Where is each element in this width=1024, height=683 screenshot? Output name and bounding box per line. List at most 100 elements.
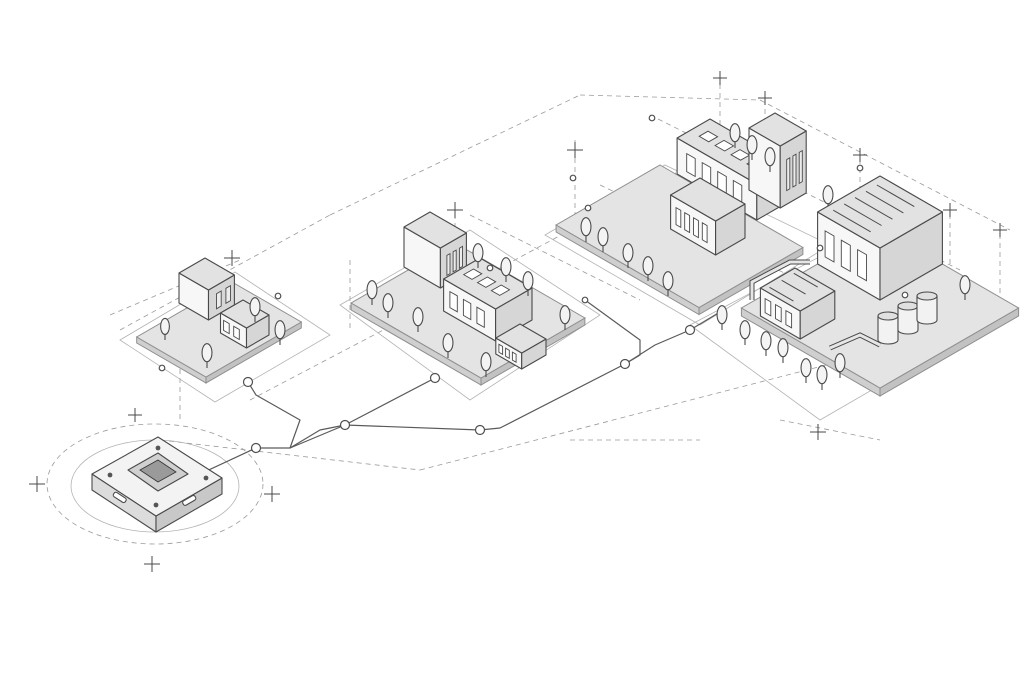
crosshair-mark [224,250,240,266]
crosshair-mark [128,408,142,422]
tree-icon [729,123,741,148]
tree-icon [739,320,751,345]
network-link [624,329,691,365]
plate-campus-site-top [555,164,804,309]
campus-building-low-window [701,222,708,244]
storage-tank-icon [897,301,919,335]
registration-marks [29,71,1007,572]
network-link [584,299,641,365]
crosshair-mark [264,486,280,502]
network-node [648,114,656,122]
crosshair-mark [713,71,727,85]
medium-site [366,211,571,377]
crosshair-mark [29,476,45,492]
tree-icon [716,305,728,330]
tree-icon [559,305,571,330]
medium-building-b-window [476,306,485,329]
tree-icon [764,147,776,172]
crosshair-mark [567,142,583,158]
network-node [816,244,824,252]
campus-building-long-skylight [698,130,719,143]
medium-building-c [495,323,547,370]
medium-building-a-side-window [458,245,463,270]
factory-main-hall [817,175,943,301]
factory-main-hall-window [824,230,835,263]
tree-icon [472,243,484,268]
tree-icon [249,297,261,322]
small-building-a [178,257,235,321]
campus-building-low-window [675,206,682,229]
medium-building-c-window [505,347,510,360]
medium-building-b-window [462,298,472,321]
campus-tower-roof [748,112,807,147]
plate-campus-site [555,164,804,316]
network-link [247,381,301,449]
network-node [158,364,166,372]
network-node [584,204,592,212]
tree-icon [522,271,534,296]
medium-building-b-window [449,290,458,313]
factory-annex-window [764,297,772,317]
crosshair-mark [810,424,826,440]
factory-main-hall-window [840,239,851,273]
tree-icon [442,333,454,358]
crosshair-mark [993,223,1007,237]
network-node [901,291,909,299]
network-node [569,174,577,182]
network-node [619,358,631,370]
network-node [474,424,486,436]
site-plates [135,164,1020,397]
medium-building-c-window [498,343,504,356]
tree-icon [816,365,828,390]
tree-icon [622,243,634,268]
factory-main-hall-window [857,248,867,282]
tree-icon [777,338,789,363]
tree-icon [274,320,286,345]
factory-annex-window [785,309,793,329]
campus-building-long-skylight [730,149,751,161]
tree-icon [580,217,592,242]
storage-tank-icon [877,311,899,345]
tree-icon [412,307,424,332]
guide-line [779,419,881,441]
network-node [339,419,351,431]
small-building-b-window [223,319,230,335]
factory-site [716,175,971,390]
tree-icon [480,352,492,377]
factory-annex [759,267,836,340]
crosshair-mark [447,202,463,218]
factory-main-hall-roof-ridge [854,197,893,220]
guide-line [759,99,1011,231]
medium-building-b [443,257,533,342]
campus-building-low-roof [670,177,746,222]
campus-building-long-skylight [714,139,735,152]
factory-annex-window [775,303,782,323]
device-range-ring [46,423,264,545]
tree-icon [500,257,512,282]
campus-tower [748,112,807,209]
campus-site [580,112,856,296]
medium-building-c-roof [495,323,547,354]
tree-icon [642,256,654,281]
tree-icon [366,280,378,305]
campus-building-low-window [693,217,699,239]
small-building-a-side-window [216,290,222,310]
campus-tower-side-window [798,149,803,185]
campus-tower-side-window [792,153,797,188]
guide-line [579,94,761,101]
factory-main-hall-roof-ridge [832,209,871,233]
network-node [486,264,494,272]
guide-line [159,439,421,471]
crosshair-mark [853,148,867,162]
factory-main-hall-roof-ridge [876,184,915,208]
campus-tower-side-window [786,157,791,192]
medium-building-b-skylight [462,268,483,280]
edge-chip-device-icon [91,436,223,533]
campus-building-low [670,177,746,256]
tree-icon [160,317,170,340]
small-building-b [219,299,270,349]
site-objects [91,112,971,533]
medium-building-a-roof [403,211,467,249]
network-node [684,324,696,336]
tree-icon [746,135,758,160]
